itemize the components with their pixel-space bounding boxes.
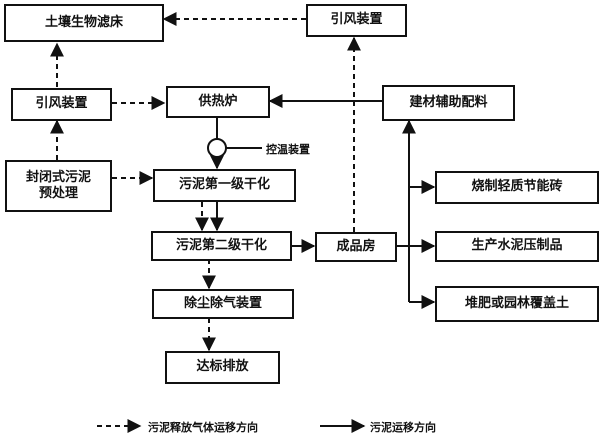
- control-device-label: 控温装置: [266, 143, 310, 156]
- node-product: 成品房: [315, 232, 397, 262]
- legend-solid-label: 污泥运移方向: [370, 421, 436, 434]
- node-dry1: 污泥第一级干化: [153, 169, 296, 202]
- node-cement: 生产水泥压制品: [435, 231, 599, 262]
- node-fan-left: 引风装置: [11, 88, 112, 121]
- node-aux-materials: 建材辅助配料: [382, 85, 515, 121]
- node-fan-top: 引风装置: [306, 4, 407, 37]
- node-soil-bed: 土壤生物滤床: [4, 4, 164, 42]
- node-soil: 堆肥或园林覆盖土: [435, 286, 599, 322]
- control-valve-symbol: [207, 138, 227, 158]
- legend-dashed-label: 污泥释放气体运移方向: [148, 421, 258, 434]
- node-discharge: 达标排放: [165, 351, 280, 384]
- node-pretreat: 封闭式污泥 预处理: [5, 160, 112, 212]
- sludge-flow-arrows: [210, 94, 436, 433]
- node-brick: 烧制轻质节能砖: [435, 171, 599, 204]
- gas-flow-arrows: [50, 12, 361, 433]
- node-furnace: 供热炉: [166, 86, 270, 118]
- node-deodor: 除尘除气装置: [152, 289, 294, 319]
- node-dry2: 污泥第二级干化: [151, 231, 292, 261]
